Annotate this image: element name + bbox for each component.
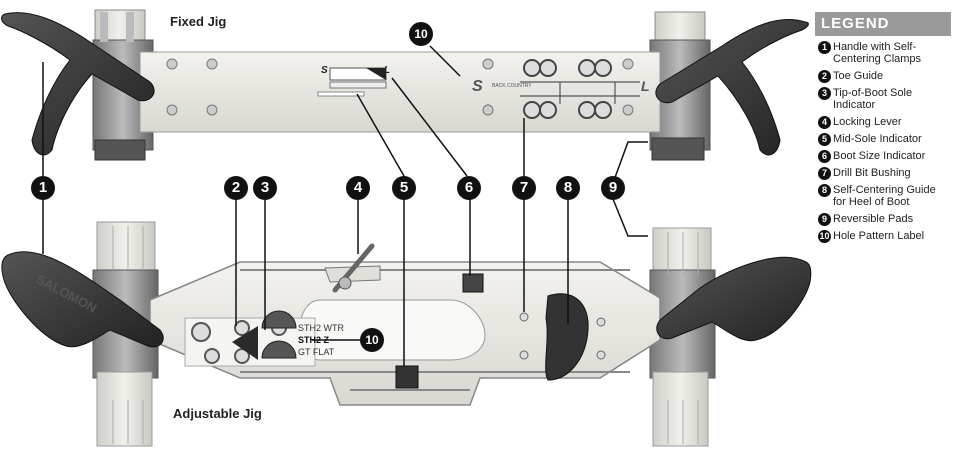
mid-sole-indicator[interactable] xyxy=(395,365,419,389)
sole-indicator-knobs[interactable] xyxy=(261,310,297,359)
legend-number: 6 xyxy=(818,150,831,163)
fixed-jig-label: Fixed Jig xyxy=(170,14,227,29)
fixed-jig xyxy=(1,9,809,161)
callout-10-adjustable: 10 xyxy=(360,328,384,352)
callout-6: 6 xyxy=(457,176,481,200)
drill-bit-bushings xyxy=(523,59,612,119)
boot-size-indicator xyxy=(462,273,484,293)
legend-text: Drill Bit Bushing xyxy=(833,167,911,179)
legend-number: 10 xyxy=(818,230,831,243)
toe-guide[interactable] xyxy=(232,326,258,360)
legend-text: Tip-of-Boot Sole Indicator xyxy=(833,87,913,111)
legend-text: Boot Size Indicator xyxy=(833,150,926,162)
callout-1: 1 xyxy=(31,176,55,200)
hole-pattern-row-3: GT FLAT xyxy=(298,347,335,357)
fixed-jig-plate xyxy=(139,51,661,133)
fixed-jig-left-handle[interactable] xyxy=(1,12,155,156)
legend-number: 3 xyxy=(818,87,831,100)
legend-text: Locking Lever xyxy=(833,116,902,128)
callout-4: 4 xyxy=(346,176,370,200)
locking-lever[interactable] xyxy=(324,243,381,293)
adjustable-jig-right-handle[interactable] xyxy=(656,256,812,342)
callout-5: 5 xyxy=(392,176,416,200)
adjustable-jig-label: Adjustable Jig xyxy=(173,406,262,421)
callout-10-fixed: 10 xyxy=(409,22,433,46)
legend-number: 2 xyxy=(818,70,831,83)
legend-text: Mid-Sole Indicator xyxy=(833,133,922,145)
legend-number: 5 xyxy=(818,133,831,146)
heel-centering-guide[interactable] xyxy=(545,293,589,381)
adjustable-jig-left-handle[interactable] xyxy=(1,251,164,348)
legend-number: 1 xyxy=(818,41,831,54)
callout-8: 8 xyxy=(556,176,580,200)
legend-number: 8 xyxy=(818,184,831,197)
leader-lines xyxy=(42,45,648,366)
legend-title: LEGEND xyxy=(815,12,951,36)
legend-text: Handle with Self-Centering Clamps xyxy=(833,41,922,65)
legend-number: 7 xyxy=(818,167,831,180)
callout-7: 7 xyxy=(512,176,536,200)
fixed-jig-right-handle[interactable] xyxy=(655,19,809,156)
adjustable-drill-bushings xyxy=(519,312,606,360)
adjustable-jig: SALOMON xyxy=(1,221,812,447)
fixed-jig-mount-holes xyxy=(166,58,634,116)
legend-text: Toe Guide xyxy=(833,70,884,82)
legend-text: Reversible Pads xyxy=(833,213,914,225)
adjustable-jig-cutout xyxy=(299,299,486,361)
plate-backcountry-label: BACK COUNTRY xyxy=(492,83,532,89)
size-indicator-l: L xyxy=(384,65,390,76)
hole-pattern-row-1: STH2 WTR xyxy=(298,323,344,333)
legend-number: 9 xyxy=(818,213,831,226)
callout-9: 9 xyxy=(601,176,625,200)
hole-pattern-lines xyxy=(520,81,640,104)
legend-text: Self-Centering Guide for Heel of Boot xyxy=(833,184,936,208)
callout-3: 3 xyxy=(253,176,277,200)
boot-size-scale xyxy=(317,67,387,97)
callout-2: 2 xyxy=(224,176,248,200)
size-indicator-s: S xyxy=(321,65,328,76)
plate-size-s: S xyxy=(472,78,483,95)
legend-text: Hole Pattern Label xyxy=(833,230,925,242)
legend-number: 4 xyxy=(818,116,831,129)
plate-size-l: L xyxy=(641,78,650,94)
